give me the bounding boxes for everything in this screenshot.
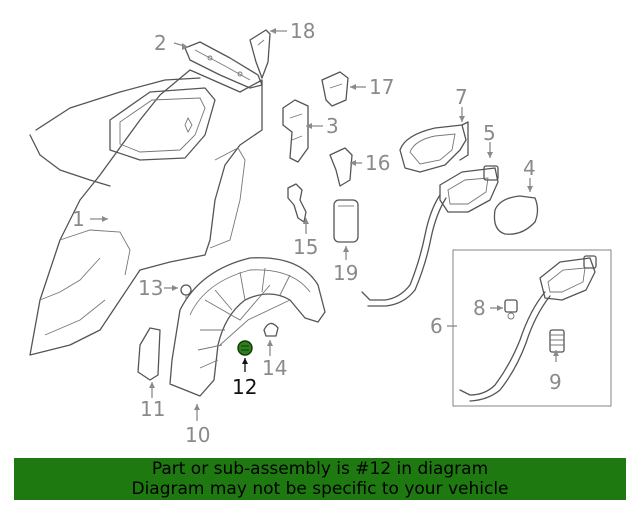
part-4-fuel-door xyxy=(493,195,539,235)
callout-7: 7 xyxy=(455,85,468,109)
part-2-bracket xyxy=(184,41,263,89)
parts-diagram: 1 2 3 4 5 6 7 8 9 10 11 12 13 14 15 16 1… xyxy=(29,19,612,447)
callout-9: 9 xyxy=(549,370,562,394)
part-19-pad xyxy=(333,199,359,243)
banner-line-1: Part or sub-assembly is #12 in diagram xyxy=(151,459,489,479)
part-13-clip xyxy=(180,284,192,300)
callout-17: 17 xyxy=(369,75,394,99)
callout-19: 19 xyxy=(333,261,358,285)
leader-lines xyxy=(90,30,557,421)
callout-10: 10 xyxy=(185,423,210,447)
callout-11: 11 xyxy=(140,397,165,421)
part-11-trim xyxy=(137,327,161,381)
callout-5: 5 xyxy=(483,121,496,145)
part-9-damper xyxy=(549,329,565,353)
callout-3: 3 xyxy=(326,114,339,138)
part-3-reinforcement xyxy=(282,99,309,163)
part-12-fastener xyxy=(237,340,253,356)
part-10-liner xyxy=(169,257,326,397)
part-17-bracket xyxy=(321,71,349,107)
callout-13: 13 xyxy=(138,276,163,300)
part-6-group xyxy=(452,249,612,407)
callout-4: 4 xyxy=(523,156,536,180)
part-18-bracket xyxy=(249,29,271,79)
callout-16: 16 xyxy=(365,151,390,175)
filler-tube xyxy=(361,194,447,307)
callout-6: 6 xyxy=(430,314,443,338)
part-7-housing xyxy=(399,121,469,173)
callout-14: 14 xyxy=(262,356,287,380)
callout-2: 2 xyxy=(154,31,167,55)
part-14-grommet xyxy=(263,322,279,337)
part-16-bracket xyxy=(329,147,353,187)
info-banner: Part or sub-assembly is #12 in diagram D… xyxy=(14,458,626,500)
arrowheads xyxy=(102,28,559,410)
callout-labels: 1 2 3 4 5 6 7 8 9 10 11 12 13 14 15 16 1… xyxy=(72,19,562,447)
part-1-quarter-panel xyxy=(29,69,263,356)
callout-12: 12 xyxy=(232,375,257,399)
part-5-filler-housing xyxy=(439,165,499,213)
callout-18: 18 xyxy=(290,19,315,43)
callout-8: 8 xyxy=(473,296,486,320)
part-8-clip xyxy=(504,299,518,320)
part-15-bracket xyxy=(287,183,307,223)
banner-line-2: Diagram may not be specific to your vehi… xyxy=(131,479,509,499)
callout-1: 1 xyxy=(72,207,85,231)
callout-15: 15 xyxy=(293,235,318,259)
